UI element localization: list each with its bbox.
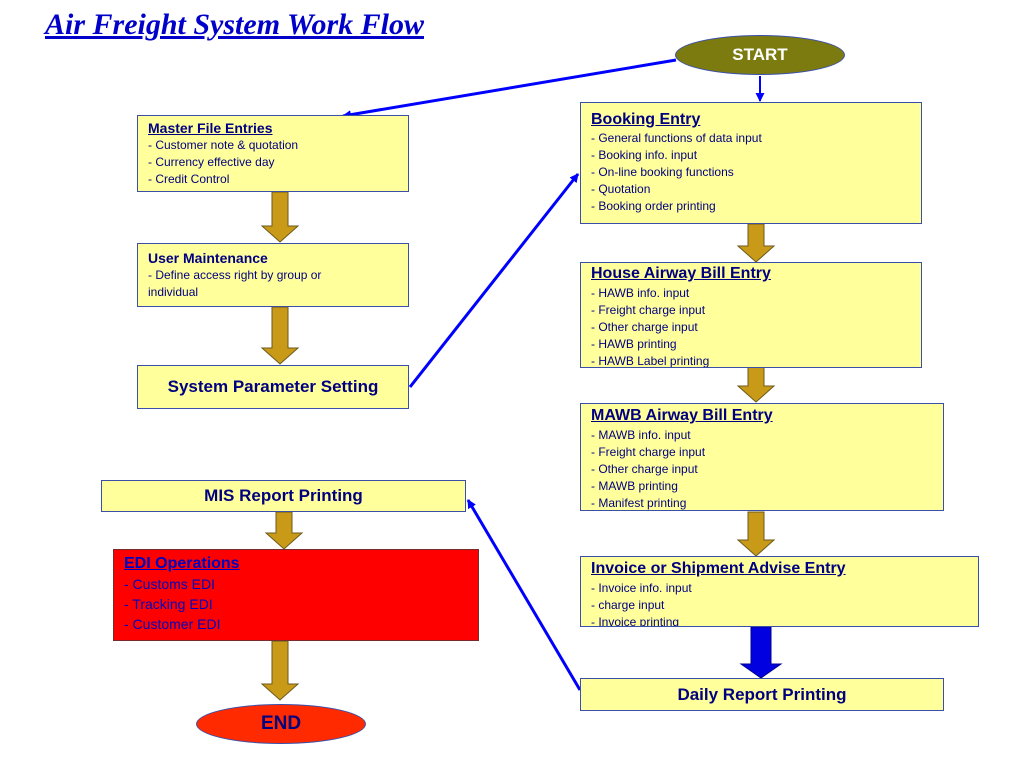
- hawb-item: - Freight charge input: [591, 303, 706, 317]
- edi-item: - Customs EDI: [124, 576, 216, 592]
- master-item: - Customer note & quotation: [148, 138, 299, 152]
- flow-arrow-edi-to-end: [260, 640, 300, 701]
- hawb-entry-box: House Airway Bill Entry - HAWB info. inp…: [580, 262, 922, 368]
- invoice-entry-box: Invoice or Shipment Advise Entry - Invoi…: [580, 556, 979, 627]
- edi-item: - Customer EDI: [124, 616, 221, 632]
- start-label: START: [732, 45, 788, 64]
- master-file-entries-title: Master File Entries: [148, 120, 273, 136]
- booking-entry-box: Booking Entry - General functions of dat…: [580, 102, 922, 224]
- invoice-item: - Invoice printing: [591, 615, 680, 627]
- edi-operations-title: EDI Operations: [124, 555, 240, 572]
- mis-report-box: MIS Report Printing: [101, 480, 466, 512]
- invoice-item: - charge input: [591, 598, 665, 612]
- mawb-item: - Manifest printing: [591, 496, 687, 510]
- flow-arrow-mis-to-edi: [264, 511, 304, 550]
- mis-report-label: MIS Report Printing: [204, 486, 363, 505]
- user-item: individual: [148, 285, 199, 299]
- booking-item: - General functions of data input: [591, 131, 762, 145]
- connector-daily-to-mis: [466, 499, 582, 691]
- booking-item: - On-line booking functions: [591, 165, 734, 179]
- flow-arrow-master-to-user: [260, 191, 300, 243]
- edi-item: - Tracking EDI: [124, 596, 213, 612]
- hawb-entry-title: House Airway Bill Entry: [591, 265, 771, 282]
- connector-param-to-booking: [408, 173, 580, 388]
- master-file-entries-box: Master File Entries - Customer note & qu…: [137, 115, 409, 192]
- mawb-entry-title: MAWB Airway Bill Entry: [591, 407, 773, 424]
- end-node: END: [196, 704, 366, 744]
- flow-arrow-user-to-param: [260, 306, 300, 365]
- user-maintenance-box: User Maintenance - Define access right b…: [137, 243, 409, 307]
- system-parameter-box: System Parameter Setting: [137, 365, 409, 409]
- hawb-item: - HAWB info. input: [591, 286, 690, 300]
- mawb-entry-box: MAWB Airway Bill Entry - MAWB info. inpu…: [580, 403, 944, 511]
- connector-invoice-to-daily: [739, 626, 783, 679]
- hawb-item: - Other charge input: [591, 320, 698, 334]
- daily-report-label: Daily Report Printing: [677, 684, 847, 704]
- master-item: - Credit Control: [148, 172, 230, 186]
- booking-item: - Booking info. input: [591, 148, 698, 162]
- booking-item: - Quotation: [591, 182, 651, 196]
- connector-start-to-master: [342, 58, 677, 120]
- page-title: Air Freight System Work Flow: [45, 8, 424, 41]
- invoice-entry-title: Invoice or Shipment Advise Entry: [591, 560, 846, 577]
- mawb-item: - Freight charge input: [591, 445, 706, 459]
- daily-report-box: Daily Report Printing: [580, 678, 944, 711]
- flow-arrow-booking-to-hawb: [736, 223, 776, 263]
- hawb-item: - HAWB printing: [591, 337, 677, 351]
- master-item: - Currency effective day: [148, 155, 275, 169]
- user-item: - Define access right by group or: [148, 268, 322, 282]
- user-maintenance-title: User Maintenance: [148, 250, 268, 266]
- booking-item: - Booking order printing: [591, 199, 716, 213]
- hawb-item: - HAWB Label printing: [591, 354, 710, 368]
- invoice-item: - Invoice info. input: [591, 581, 692, 595]
- mawb-item: - MAWB printing: [591, 479, 678, 493]
- mawb-item: - MAWB info. input: [591, 428, 691, 442]
- system-parameter-label: System Parameter Setting: [167, 377, 379, 396]
- mawb-item: - Other charge input: [591, 462, 698, 476]
- flow-arrow-mawb-to-invoice: [736, 511, 776, 557]
- edi-operations-box: EDI Operations - Customs EDI - Tracking …: [113, 549, 479, 641]
- start-node: START: [675, 35, 845, 75]
- booking-entry-title: Booking Entry: [591, 111, 701, 128]
- end-label: END: [260, 713, 302, 734]
